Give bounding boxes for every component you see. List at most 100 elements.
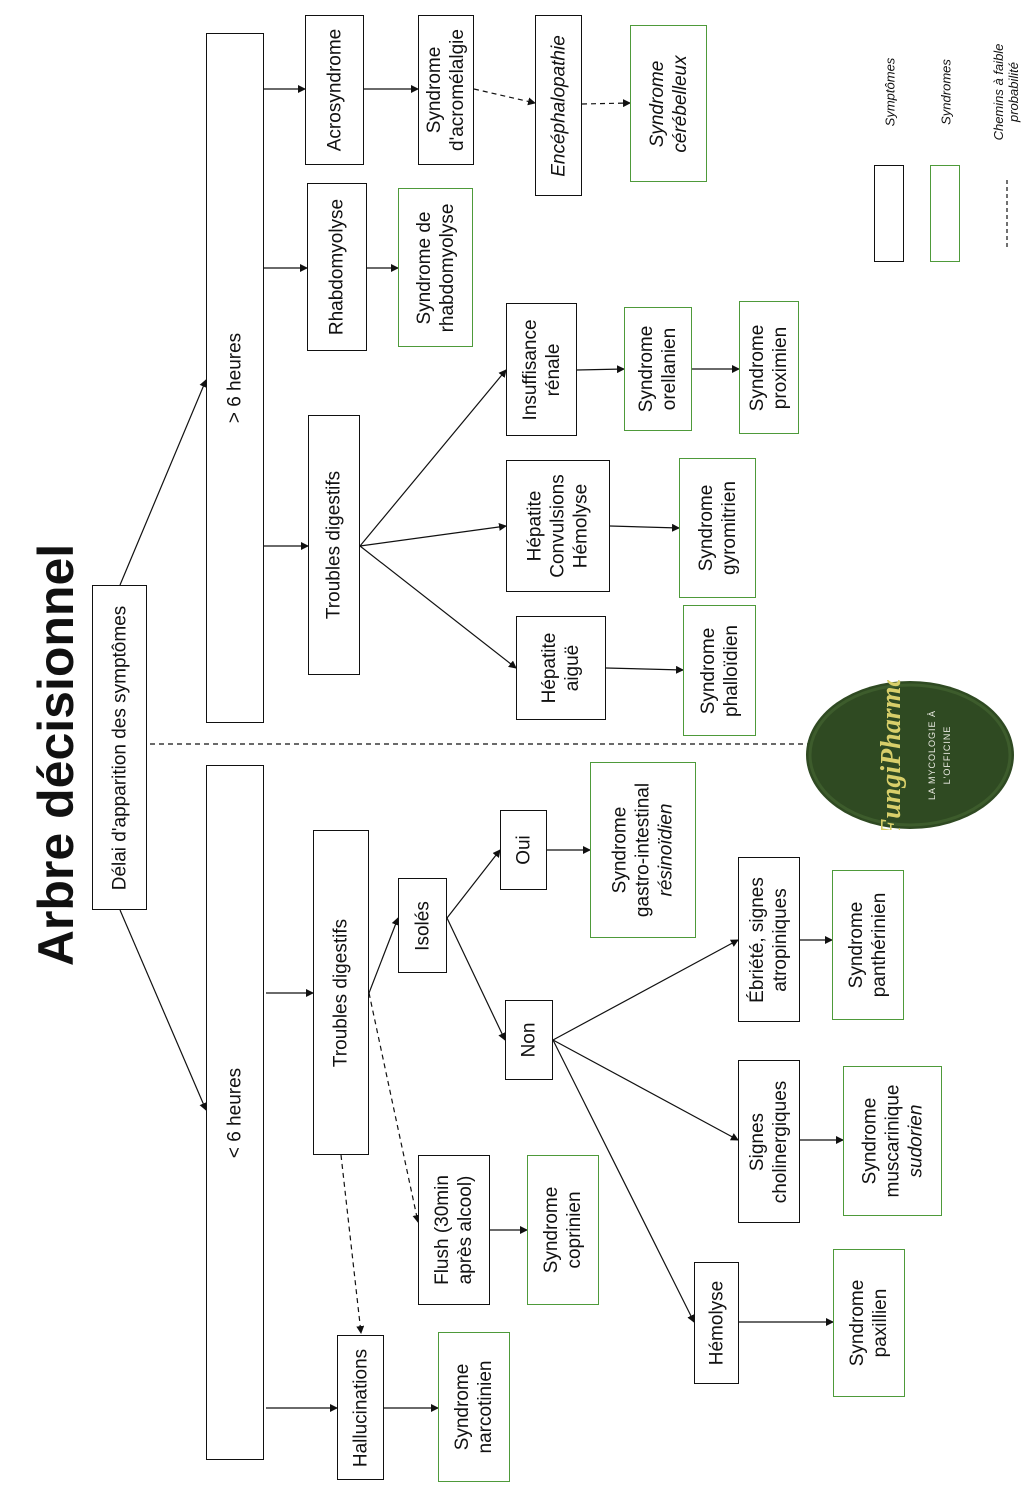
node-hallucinations: Hallucinations [337,1335,384,1480]
label-line: cérébelleux [669,54,691,153]
label-line: rhabdomyolyse [436,203,458,332]
node-oui: Oui [500,810,547,890]
label-line: Syndrome [697,627,719,714]
edge-troubles-hepatite-conv [359,522,507,547]
diagram-title: Arbre décisionnel [28,543,84,967]
edge-isoles-non [446,917,506,1041]
label-line: d'acromélalgie [447,29,468,151]
edge-root-gt6 [119,379,207,586]
edge-insuffisance-orellanien [576,365,625,374]
label-line: Signes [747,1112,768,1171]
label-line: Insuffisance [519,318,541,421]
node-isoles-label: Isolés [412,900,433,951]
node-acrosyndrome-label: Acrosyndrome [324,28,345,152]
edge-non-hemolyse [552,1039,695,1323]
node-hallucinations-label: Hallucinations [350,1348,371,1467]
label-line: Syndrome [847,1279,868,1367]
label-line: Ébriété, signes [747,876,768,1003]
label-line: Hémolyse [570,483,592,569]
edge-hepatite-gyromitrien [609,523,680,532]
label-line: Syndrome [695,484,717,572]
label-line: coprinien [564,1191,585,1269]
legend-dashed-swatch [1006,180,1008,250]
label-line: Syndrome [859,1097,880,1185]
node-rhabdomyolyse: Rhabdomyolyse [307,183,367,351]
label-line: atropiniques [770,887,791,992]
label-line: paxillien [870,1288,891,1358]
edge-troubles-insuffisance [359,369,507,547]
label-line: Syndrome [609,806,631,894]
label-line: Syndrome [452,1363,473,1451]
node-root: Délai d'apparition des symptômes [92,585,147,910]
label-line: résinoïdien [655,803,677,897]
node-oui-label: Oui [513,835,534,865]
label-line: gyromitrien [718,481,740,575]
label-line: probabilité [1006,62,1021,123]
legend-syndromes-label: Syndromes [938,59,954,125]
label-line: rénale [542,343,564,396]
edge-non-cholinergiques [552,1039,739,1141]
legend-syndrome-swatch [930,165,960,262]
label-line: gastro-intestinal [632,782,654,918]
edge-troubles-flush-dashed [368,992,421,1223]
label-line: panthérinien [869,892,890,998]
node-isoles: Isolés [398,878,447,973]
node-gt6-label: > 6 heures [224,332,246,424]
label-line: Hépatite [524,490,546,562]
node-root-label: Délai d'apparition des symptômes [109,605,130,890]
fungipharma-logo: FungiPharma LA MYCOLOGIE À L'OFFICINE [806,680,1014,830]
label-line: sudorien [905,1104,926,1178]
edge-acromelalgie-encephalopathie-dashed [473,88,536,106]
logo-wordmark: FungiPharma [876,680,907,830]
edge-root-lt6 [119,909,207,1111]
label-line: aiguë [562,644,583,692]
node-acrosyndrome: Acrosyndrome [305,15,364,165]
label-line: Convulsions [547,474,569,578]
label-line: proximien [770,326,791,409]
label-line: Syndrome [541,1186,562,1274]
legend-symptom-swatch [874,165,904,262]
node-troubles-lt6: Troubles digestifs [313,830,369,1155]
node-non: Non [505,1000,553,1080]
node-lt6-label: < 6 heures [224,1067,246,1158]
logo-tagline-2: L'OFFICINE [942,726,952,785]
label-line: phalloïdien [720,624,742,717]
label-line: muscarinique [882,1084,903,1198]
label-line: Flush (30min [432,1175,453,1285]
node-troubles-lt6-label: Troubles digestifs [330,918,352,1067]
edge-troubles-isoles [368,917,400,994]
label-line: Syndrome de [413,211,435,325]
node-encephalopathie: Encéphalopathie [535,15,582,196]
label-line: Hépatite [539,632,560,704]
logo-tagline-1: LA MYCOLOGIE À [927,710,937,800]
node-troubles-gt6-label: Troubles digestifs [323,470,345,620]
label-line: Syndrome [636,325,657,413]
node-lt6: < 6 heures [206,765,264,1460]
edge-non-ebriete [552,939,739,1041]
legend-symptomes-label: Symptômes [882,57,898,127]
edge-hepatite-phalloidien [605,665,684,674]
node-hemolyse-label: Hémolyse [706,1280,727,1366]
node-non-label: Non [518,1022,540,1058]
label-line: cholinergiques [770,1080,791,1203]
node-troubles-gt6: Troubles digestifs [308,415,360,675]
edge-troubles-hepatite-aigue [359,545,517,669]
